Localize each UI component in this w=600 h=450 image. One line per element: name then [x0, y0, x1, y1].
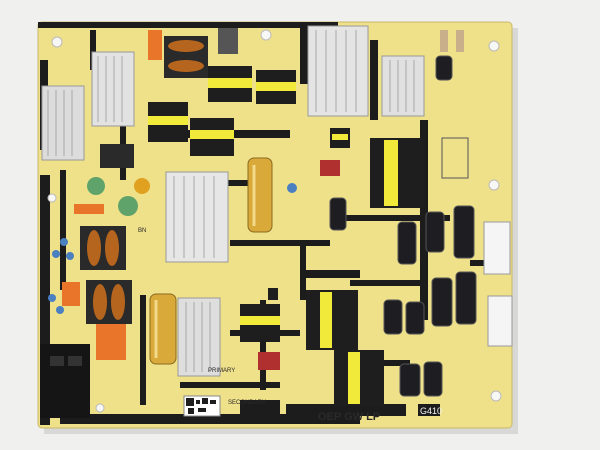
heatsinks [41, 25, 425, 377]
silk-primary: PRIMARY [208, 368, 235, 374]
electrolytic-capacitors [329, 55, 477, 397]
qr-label [183, 395, 221, 417]
bulk-capacitors [149, 157, 273, 365]
silk-board-label: OEP GW LP [318, 411, 380, 423]
silk-secondary: SECONDARY [228, 400, 266, 406]
copper-coils [80, 36, 208, 324]
transformers [148, 66, 424, 406]
silk-bn: BN [138, 228, 146, 234]
small-components [48, 28, 469, 370]
silk-model-suffix: G410 [420, 406, 442, 416]
connectors [40, 221, 513, 418]
